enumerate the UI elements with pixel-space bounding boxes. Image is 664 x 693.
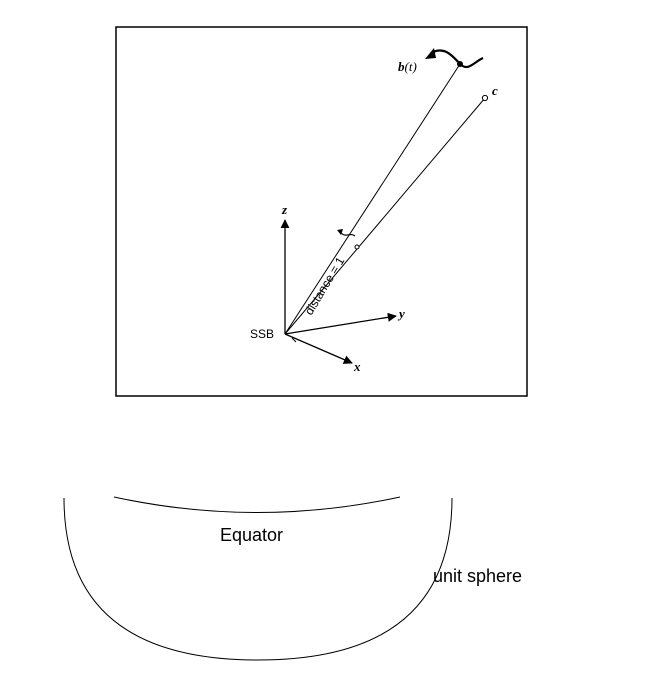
b-vector-label: b(t)	[398, 59, 417, 74]
z-axis-label: z	[281, 202, 288, 217]
small-motion-curve	[340, 232, 356, 237]
ray-b	[284, 63, 461, 335]
y-axis-label: y	[397, 306, 405, 321]
unit-sphere-label: unit sphere	[433, 566, 522, 586]
b-vector-symbol: b	[398, 59, 405, 74]
unit-sphere-outline	[63, 497, 453, 661]
equator-arc	[113, 496, 401, 513]
x-axis-label: x	[353, 359, 361, 374]
b-vector-argument: (t)	[405, 59, 417, 74]
small-motion-arrowhead	[337, 229, 343, 235]
b-motion-curve	[430, 49, 484, 69]
ssb-label: SSB	[250, 327, 274, 341]
distance-label: distance = 1	[302, 254, 348, 317]
x-axis	[284, 333, 353, 364]
frame-box	[115, 26, 528, 397]
unit-distance-point	[354, 244, 360, 250]
c-vector-label: c	[492, 83, 498, 98]
angle-mark	[291, 337, 297, 343]
b-motion-arrowhead	[425, 48, 436, 59]
equator-label: Equator	[220, 525, 283, 545]
c-point	[481, 94, 489, 102]
y-axis	[284, 312, 397, 335]
ray-c	[284, 97, 486, 335]
